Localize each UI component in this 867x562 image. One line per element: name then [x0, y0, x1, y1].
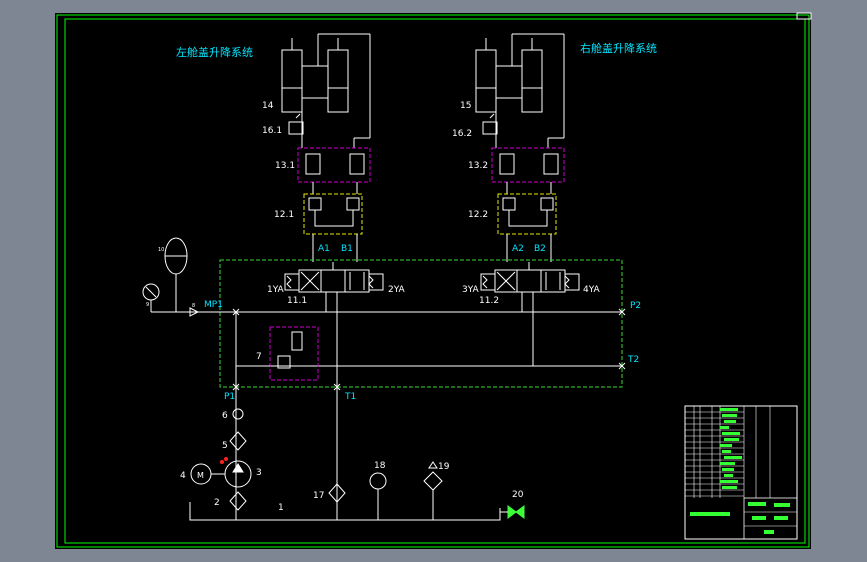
left-system-title: 左舱盖升降系统 — [176, 45, 253, 59]
title-block-text-mark — [722, 414, 737, 417]
label-19: 19 — [438, 462, 450, 472]
label-20: 20 — [512, 490, 524, 500]
port-a1: A1 — [318, 244, 330, 254]
title-block-text-mark — [724, 420, 736, 423]
port-b1: B1 — [341, 244, 353, 254]
label-12-1: 12.1 — [274, 210, 294, 220]
title-block-text-mark — [722, 468, 734, 471]
title-block-text-mark — [720, 408, 738, 411]
needle-valve-8 — [189, 307, 200, 317]
title-block — [684, 405, 798, 540]
port-markers — [232, 308, 626, 391]
label-10: 10 — [158, 247, 164, 253]
title-block-text-mark — [724, 474, 733, 477]
label-11-1: 11.1 — [287, 296, 307, 306]
filter-5 — [229, 431, 247, 451]
right-throttle-valve-12-2 — [497, 193, 557, 235]
port-p2: P2 — [630, 301, 641, 311]
right-system-title: 右舱盖升降系统 — [580, 41, 657, 55]
title-block-text-mark — [724, 456, 742, 459]
drawing-sheet — [55, 13, 811, 549]
main-pipelines — [142, 237, 622, 521]
label-3ya: 3YA — [462, 285, 480, 295]
port-labels: A1 B1 A2 B2 MP1 P2 T2 P1 T1 — [204, 244, 641, 402]
sheet-corner-mark — [796, 12, 812, 20]
label-13-1: 13.1 — [275, 161, 295, 171]
label-6: 6 — [222, 411, 228, 421]
label-9: 9 — [146, 302, 149, 308]
label-11-2: 11.2 — [479, 296, 499, 306]
title-block-text-mark — [720, 444, 732, 447]
label-1: 1 — [278, 503, 284, 513]
label-15: 15 — [460, 101, 471, 111]
pump-markers — [220, 457, 228, 464]
valve-manifold-block — [219, 259, 623, 388]
title-block-text-mark — [722, 450, 731, 453]
label-13-2: 13.2 — [468, 161, 488, 171]
label-16-2: 16.2 — [452, 129, 472, 139]
label-7: 7 — [256, 352, 262, 362]
right-relief-valve-16-2 — [482, 121, 498, 135]
title-block-text-mark — [720, 426, 729, 429]
left-relief-valve-16-1 — [288, 121, 304, 135]
label-4ya: 4YA — [583, 285, 601, 295]
title-block-text-mark — [722, 432, 740, 435]
port-b2: B2 — [534, 244, 546, 254]
title-block-text-mark — [722, 486, 737, 489]
port-t1: T1 — [344, 392, 356, 402]
component-labels: 14 15 16.1 16.2 13.1 13.2 12.1 12.2 1YA … — [146, 101, 601, 513]
label-2ya: 2YA — [388, 285, 406, 295]
label-3: 3 — [256, 468, 262, 478]
label-8: 8 — [192, 303, 195, 309]
port-t2: T2 — [627, 355, 639, 365]
label-5: 5 — [222, 441, 228, 451]
left-throttle-valve-12-1 — [303, 193, 363, 235]
label-14: 14 — [262, 101, 274, 111]
port-a2: A2 — [512, 244, 524, 254]
port-mp1: MP1 — [204, 300, 223, 310]
label-4: 4 — [180, 471, 186, 481]
left-lock-valve-13-1 — [297, 147, 371, 183]
return-filter-17 — [328, 483, 346, 503]
check-valve-6 — [232, 408, 244, 420]
left-subsystem — [281, 33, 384, 520]
motor-m-label: M — [197, 471, 204, 480]
inner-frame — [64, 18, 806, 544]
relief-valve-7 — [269, 326, 319, 381]
label-18: 18 — [374, 461, 386, 471]
label-12-2: 12.2 — [468, 210, 488, 220]
outer-frame — [56, 14, 810, 548]
title-block-text-mark — [720, 462, 735, 465]
title-block-text-mark — [720, 480, 738, 483]
label-1ya: 1YA — [267, 285, 285, 295]
right-lock-valve-13-2 — [491, 147, 565, 183]
port-p1: P1 — [224, 392, 235, 402]
label-16-1: 16.1 — [262, 126, 282, 136]
suction-filter-2 — [229, 491, 247, 511]
label-17: 17 — [313, 491, 324, 501]
right-subsystem — [475, 33, 580, 366]
label-2: 2 — [214, 498, 220, 508]
title-block-text-mark — [724, 438, 739, 441]
